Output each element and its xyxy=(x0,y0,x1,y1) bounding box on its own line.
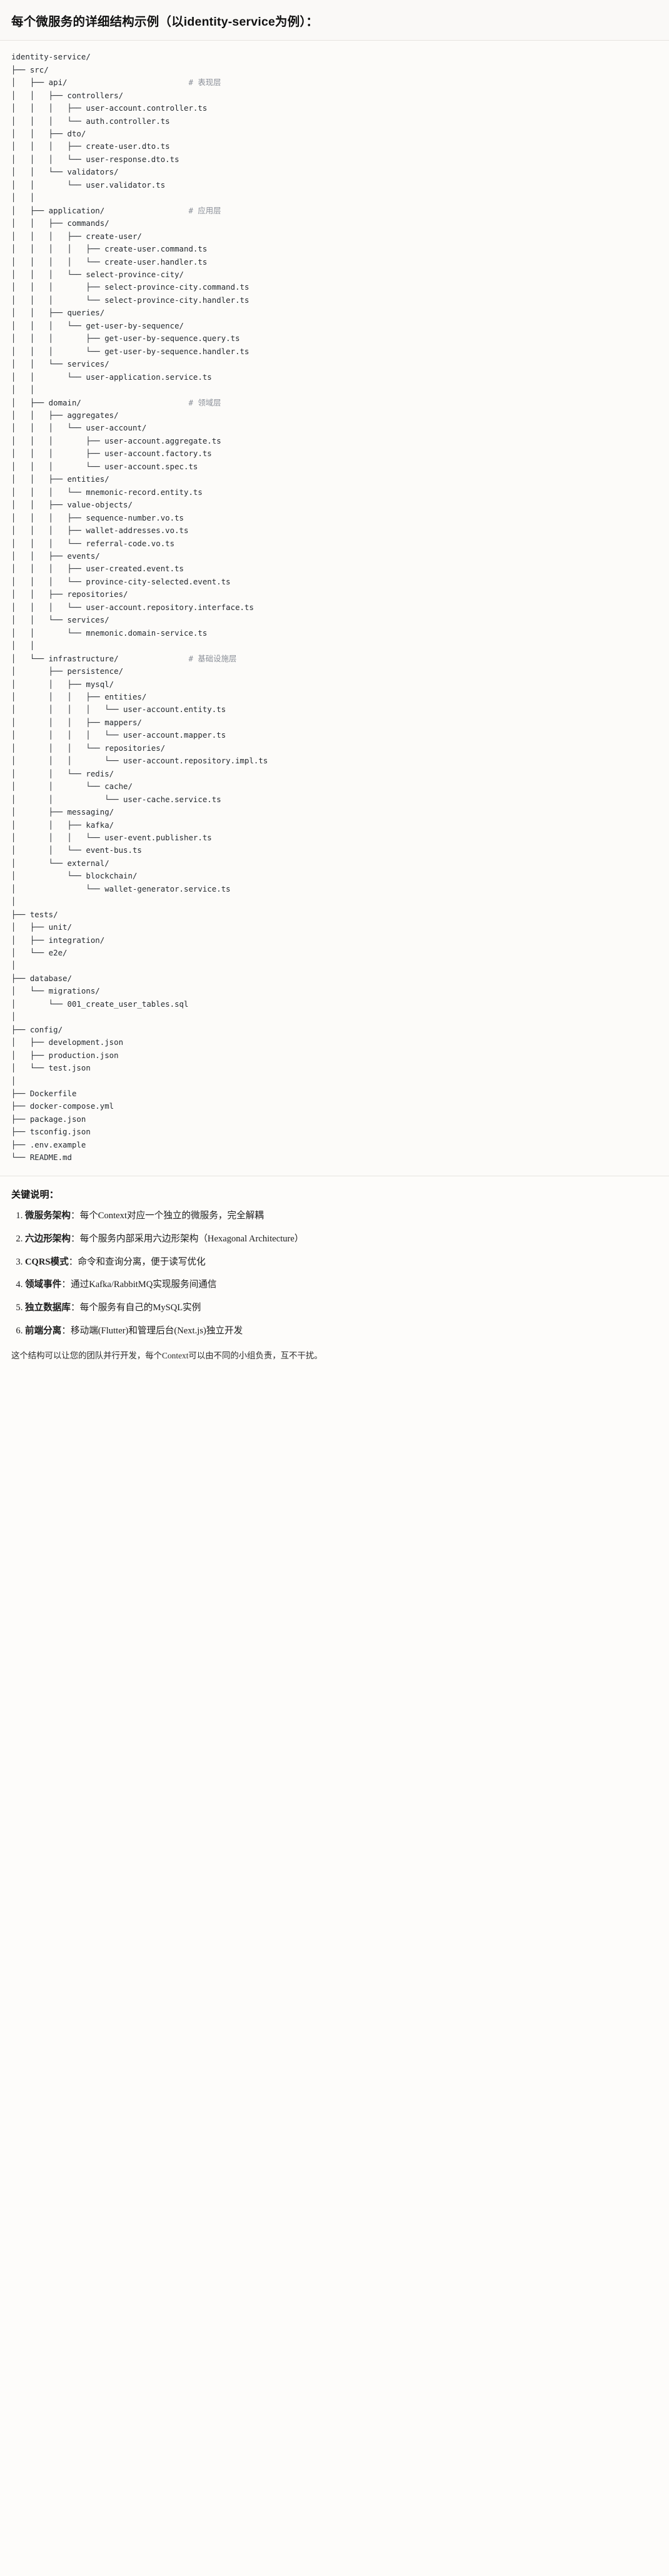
key-note-term: 独立数据库 xyxy=(25,1303,71,1313)
key-note-separator: ： xyxy=(61,1280,71,1290)
key-note-item: 六边形架构：每个服务内部采用六边形架构（Hexagonal Architectu… xyxy=(25,1233,658,1246)
tree-comment: # 表现层 xyxy=(188,78,221,88)
key-notes-heading: 关键说明： xyxy=(11,1189,59,1200)
key-note-description: 命令和查询分离，便于读写优化 xyxy=(78,1256,206,1267)
key-note-item: 前端分离：移动端(Flutter)和管理后台(Next.js)独立开发 xyxy=(25,1325,658,1338)
key-note-item: CQRS模式：命令和查询分离，便于读写优化 xyxy=(25,1256,658,1270)
key-note-term: 六边形架构 xyxy=(25,1233,71,1244)
key-note-description: 通过Kafka/RabbitMQ实现服务间通信 xyxy=(71,1280,217,1290)
directory-tree-section: identity-service/ ├── src/ │ ├── api/ # … xyxy=(0,41,669,1176)
key-note-separator: ： xyxy=(70,1303,80,1313)
key-note-separator: ： xyxy=(61,1326,71,1336)
key-note-description: 每个服务有自己的MySQL实例 xyxy=(79,1303,201,1313)
key-notes-list: 微服务架构：每个Context对应一个独立的微服务，完全解耦六边形架构：每个服务… xyxy=(11,1209,658,1338)
title-section: 每个微服务的详细结构示例（以identity-service为例）： xyxy=(0,0,669,41)
key-note-item: 微服务架构：每个Context对应一个独立的微服务，完全解耦 xyxy=(25,1209,658,1223)
key-note-term: 微服务架构 xyxy=(25,1210,71,1221)
key-note-separator: ： xyxy=(70,1210,80,1221)
tree-comment: # 应用层 xyxy=(188,205,221,215)
key-note-description: 移动端(Flutter)和管理后台(Next.js)独立开发 xyxy=(71,1326,243,1336)
key-note-term: 前端分离 xyxy=(25,1326,62,1336)
key-note-separator: ： xyxy=(70,1233,80,1244)
key-note-description: 每个Context对应一个独立的微服务，完全解耦 xyxy=(79,1210,264,1221)
tree-comment: # 基础设施层 xyxy=(188,653,237,663)
page-root: 每个微服务的详细结构示例（以identity-service为例）： ident… xyxy=(0,0,669,1372)
key-note-term: CQRS模式 xyxy=(25,1256,69,1267)
key-note-item: 领域事件：通过Kafka/RabbitMQ实现服务间通信 xyxy=(25,1278,658,1292)
key-note-description: 每个服务内部采用六边形架构（Hexagonal Architecture） xyxy=(79,1233,304,1244)
key-note-separator: ： xyxy=(68,1256,78,1267)
tree-comment: # 领域层 xyxy=(188,397,221,407)
key-note-term: 领域事件 xyxy=(25,1280,62,1290)
page-title: 每个微服务的详细结构示例（以identity-service为例）： xyxy=(11,15,319,29)
directory-tree: identity-service/ ├── src/ │ ├── api/ # … xyxy=(11,52,268,1163)
key-note-item: 独立数据库：每个服务有自己的MySQL实例 xyxy=(25,1301,658,1315)
key-notes-section: 关键说明： 微服务架构：每个Context对应一个独立的微服务，完全解耦六边形架… xyxy=(0,1176,669,1373)
closing-note: 这个结构可以让您的团队并行开发，每个Context可以由不同的小组负责，互不干扰… xyxy=(11,1351,323,1361)
